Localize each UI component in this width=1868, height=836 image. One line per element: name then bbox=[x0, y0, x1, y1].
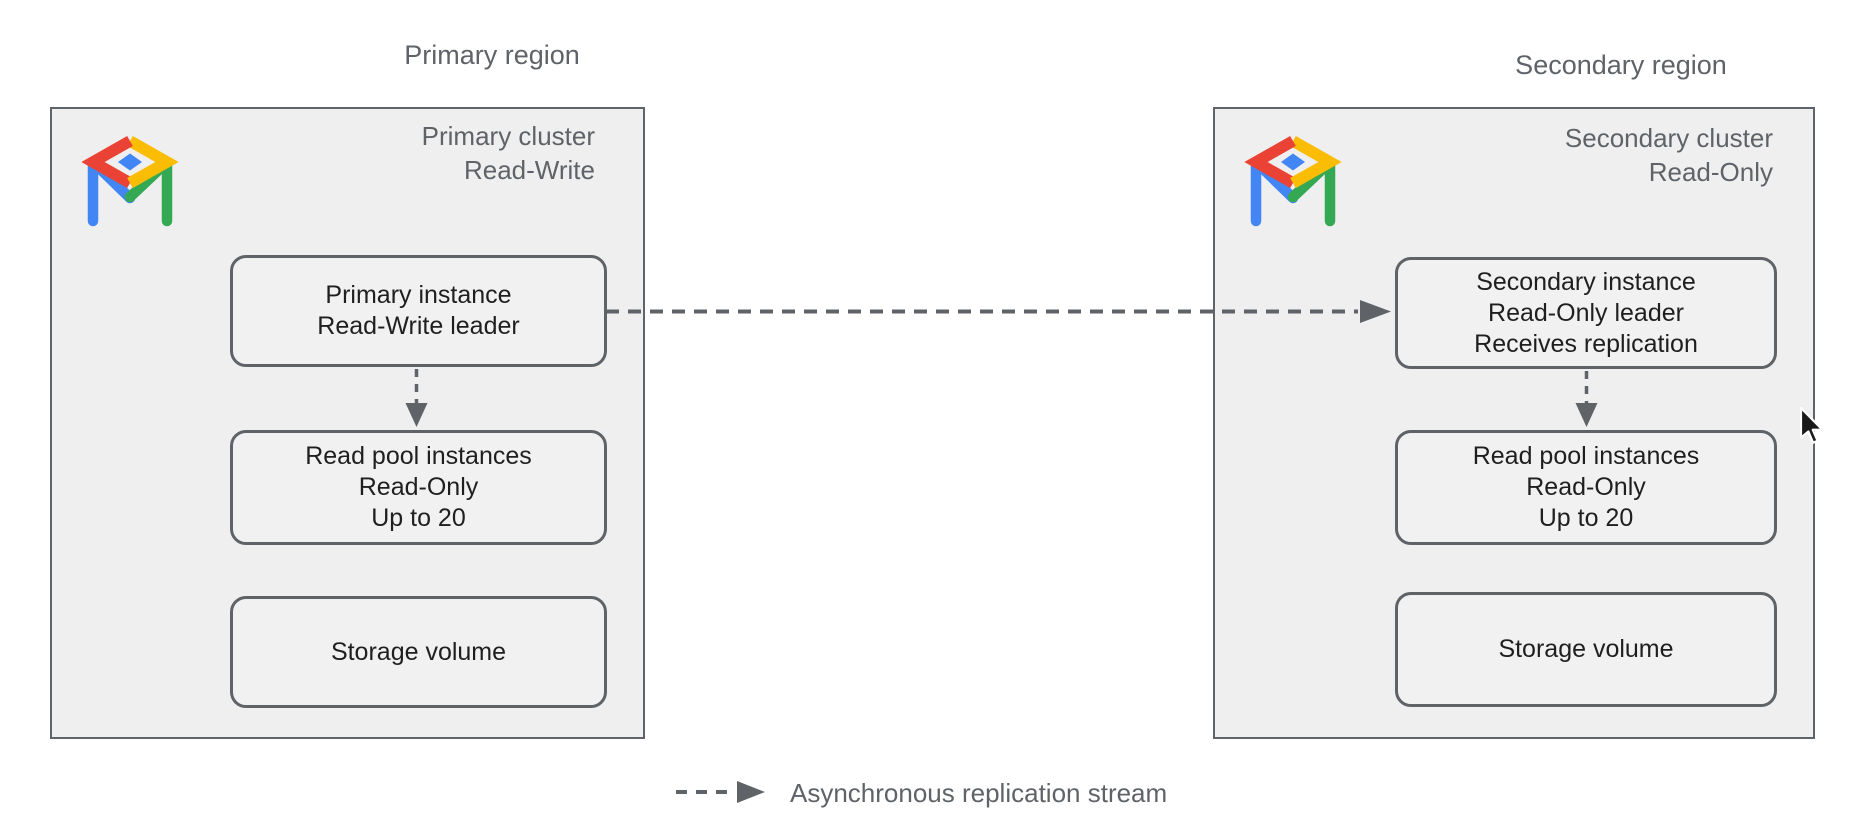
node-line: Receives replication bbox=[1474, 329, 1698, 358]
node-line: Read pool instances bbox=[305, 442, 532, 470]
node-line: Read-Only leader bbox=[1488, 298, 1684, 327]
node-line: Up to 20 bbox=[1538, 504, 1634, 532]
node-line: Secondary instance bbox=[1476, 267, 1696, 296]
node-line: Read pool instances bbox=[1472, 442, 1700, 470]
primary-cluster-title: Primary cluster Read-Write bbox=[422, 119, 595, 187]
secondary-storage-node: Storage volume bbox=[1395, 592, 1777, 707]
node-line: Read-Only bbox=[358, 473, 479, 501]
legend-arrow-sample bbox=[676, 781, 765, 803]
secondary-cluster-title: Secondary cluster Read-Only bbox=[1565, 121, 1773, 189]
cluster-title-line: Read-Write bbox=[463, 155, 595, 185]
cluster-title-line: Primary cluster bbox=[421, 121, 595, 151]
node-line: Up to 20 bbox=[371, 504, 466, 532]
alloydb-icon bbox=[81, 135, 179, 227]
legend-replication-label: Asynchronous replication stream bbox=[790, 778, 1168, 808]
secondary-region-label: Secondary region bbox=[1515, 50, 1727, 80]
node-line: Read-Only bbox=[1526, 473, 1646, 501]
primary-instance-node: Primary instance Read-Write leader bbox=[230, 255, 607, 367]
node-line: Storage volume bbox=[330, 637, 507, 666]
cluster-title-line: Secondary cluster bbox=[1564, 123, 1773, 153]
node-line: Primary instance bbox=[325, 281, 512, 309]
node-line: Storage volume bbox=[1498, 635, 1674, 663]
alloydb-icon bbox=[1244, 135, 1342, 227]
primary-read-pool-node: Read pool instances Read-Only Up to 20 bbox=[230, 430, 607, 545]
primary-region-label: Primary region bbox=[404, 40, 580, 70]
secondary-read-pool-node: Read pool instances Read-Only Up to 20 bbox=[1395, 430, 1777, 545]
secondary-region-box: Secondary cluster Read-Only Secondary in… bbox=[1213, 107, 1815, 739]
primary-storage-node: Storage volume bbox=[230, 596, 607, 708]
cluster-title-line: Read-Only bbox=[1648, 157, 1773, 187]
node-line: Read-Write leader bbox=[317, 312, 520, 340]
primary-region-box: Primary cluster Read-Write Primary insta… bbox=[50, 107, 645, 739]
secondary-instance-node: Secondary instance Read-Only leader Rece… bbox=[1395, 257, 1777, 369]
